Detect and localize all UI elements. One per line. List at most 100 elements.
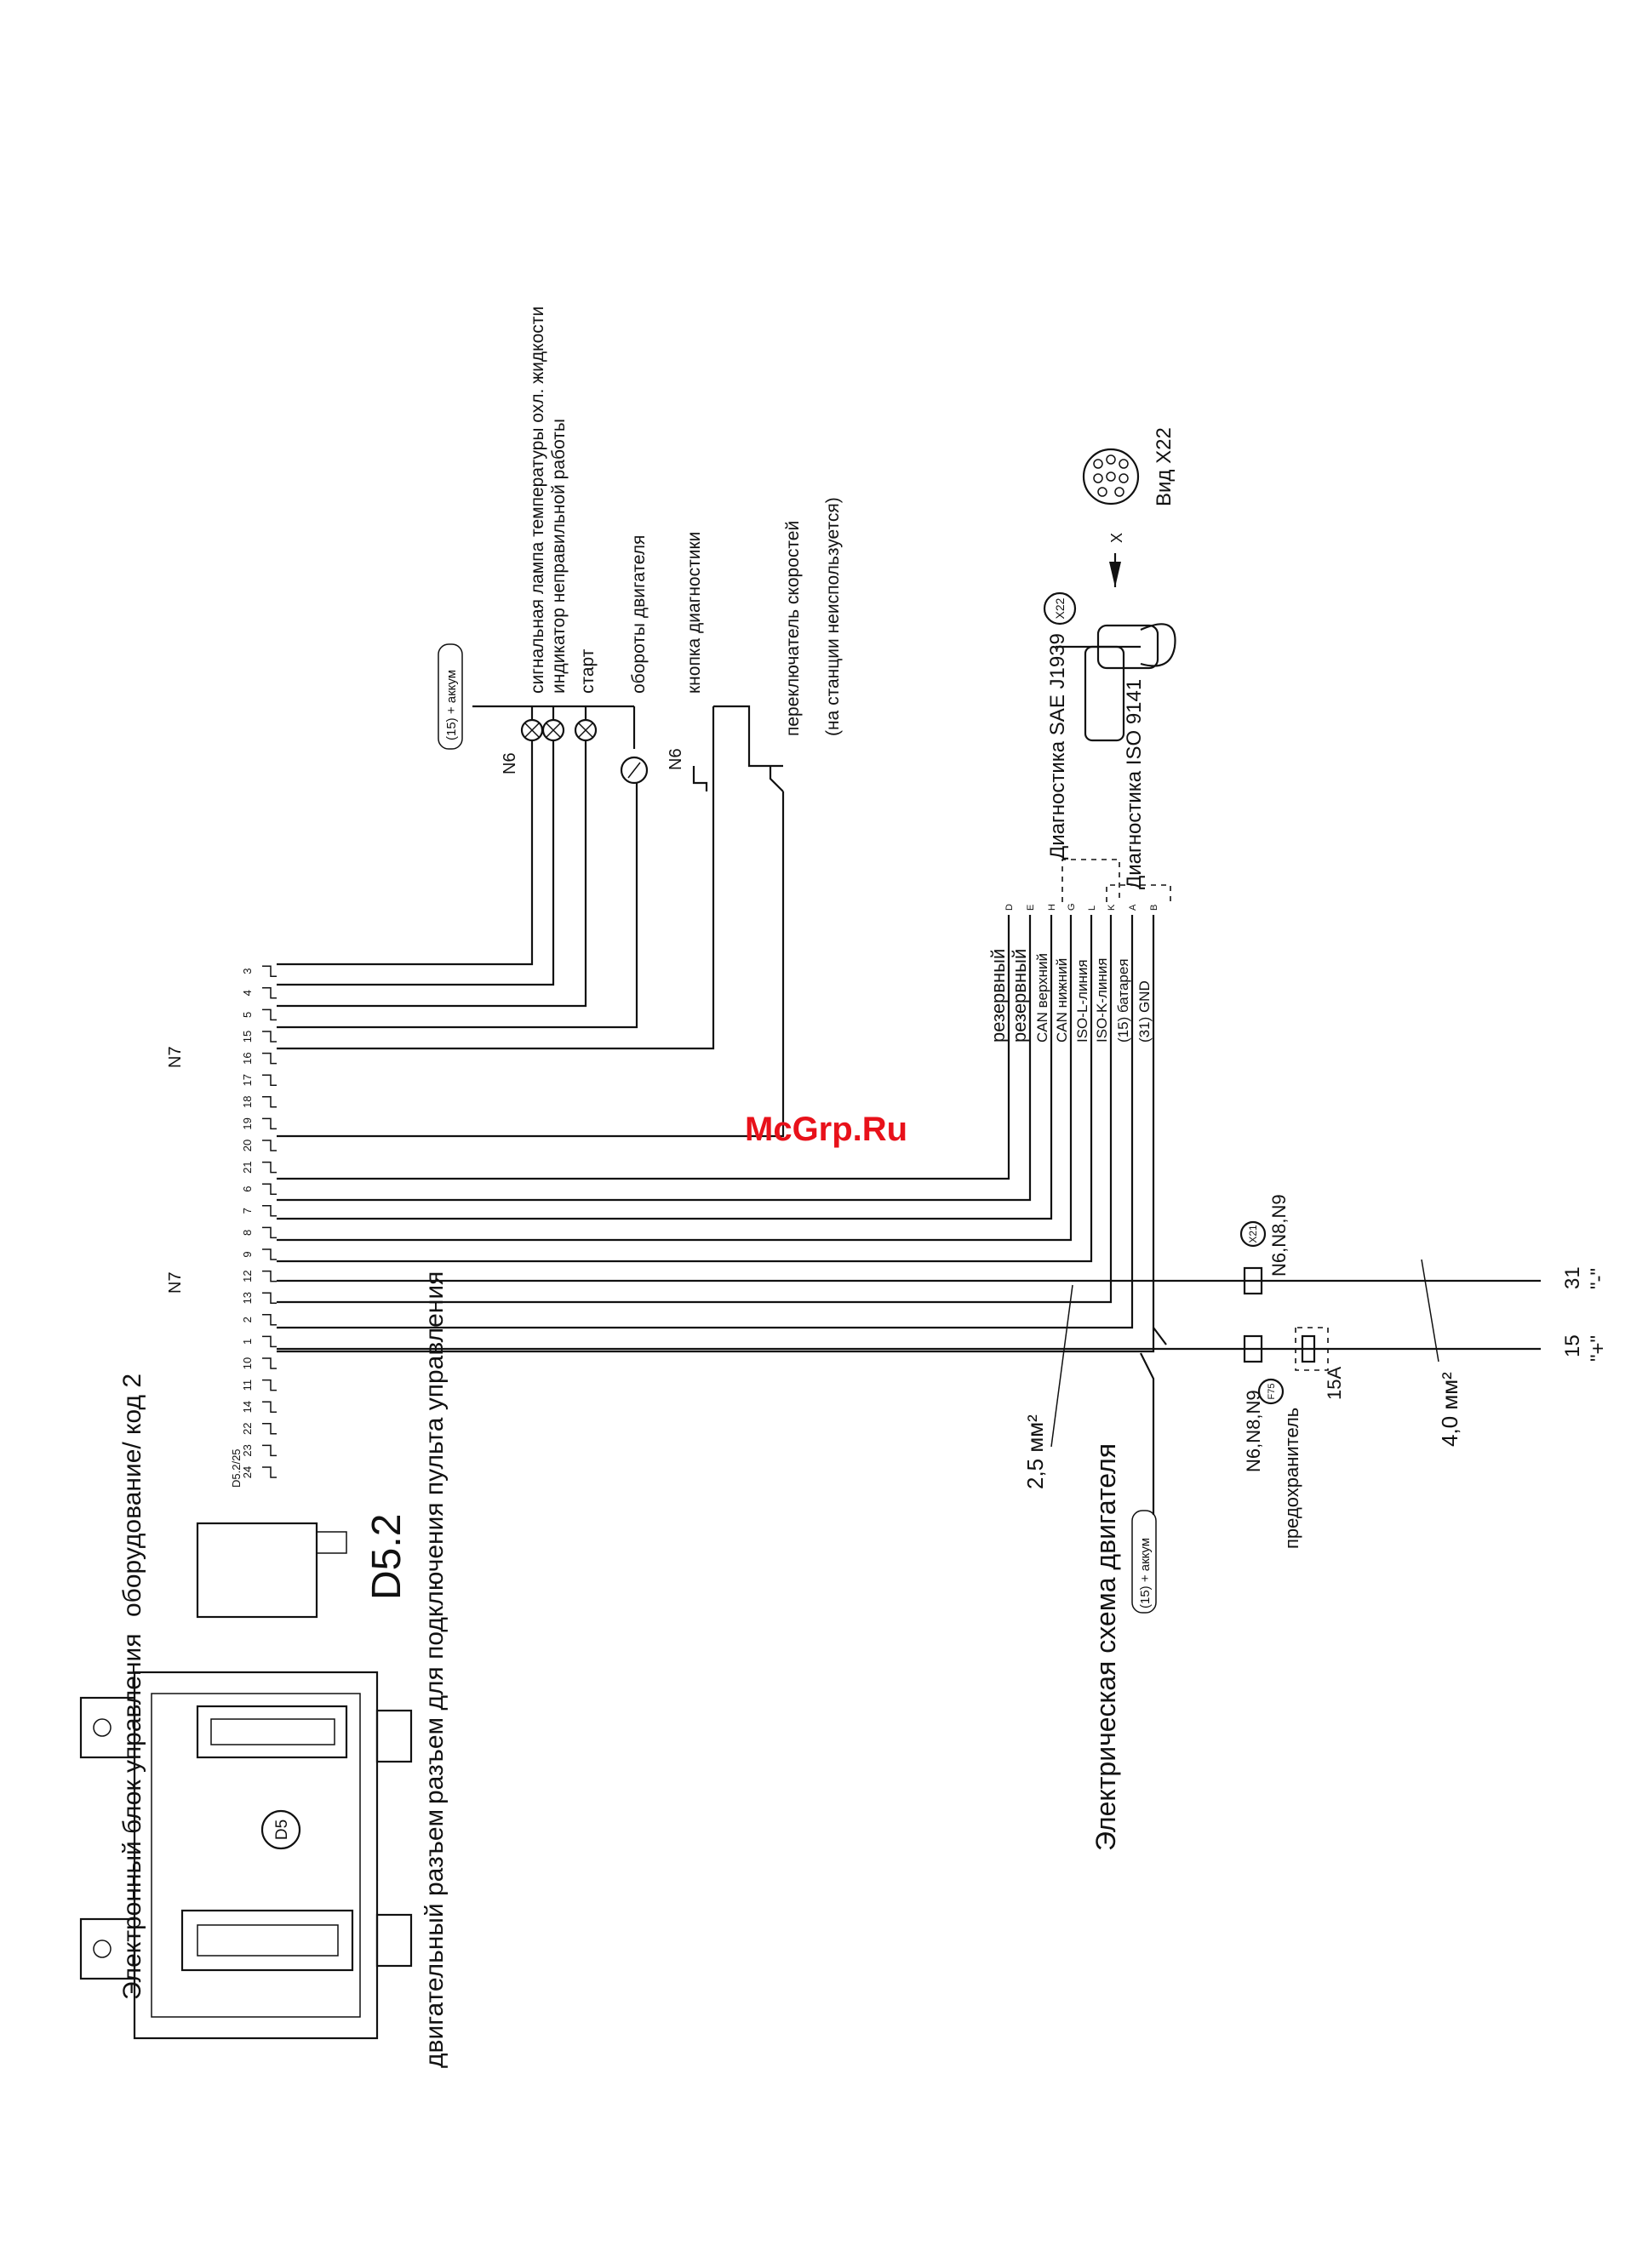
pin-terminal (262, 965, 277, 977)
diag-iso-label: Диагностика ISO 9141 (1123, 679, 1146, 889)
akkum-label: (15) + аккум (444, 670, 459, 740)
akkum-tag (438, 643, 463, 750)
engine-akkum-label: (15) + аккум (1138, 1538, 1153, 1608)
engine-akkum-tag (1131, 1510, 1157, 1614)
ecu-mount (79, 1696, 136, 1759)
signal-pin: D (1004, 904, 1015, 911)
pin-label: 14 (241, 1401, 254, 1413)
pin-label: 19 (241, 1117, 254, 1129)
pin-terminal (262, 1183, 277, 1195)
pin-terminal (262, 1096, 277, 1108)
d52-connector: оборудование/ код 2 D5.2 (118, 1374, 409, 1619)
pin-label: 5 (241, 1012, 254, 1018)
x22-cap (1140, 623, 1176, 667)
fuse-id: F75 (1267, 1384, 1277, 1400)
pin-terminal (262, 1008, 277, 1021)
gear-switch-note: (на станции неиспользуется) (823, 497, 843, 736)
pin-terminal (262, 987, 277, 999)
x22-view-icon (1082, 448, 1140, 506)
pin-terminal (262, 1423, 277, 1435)
signal-pin: L (1087, 905, 1097, 911)
signal-label: резервный (987, 949, 1009, 1043)
pin-label: 4 (241, 990, 254, 996)
pin-label: 9 (241, 1251, 254, 1257)
pin-terminal (262, 1444, 277, 1457)
n689-bottom: N6,N8,N9 (1243, 1390, 1264, 1472)
fuse-rating: 15A (1324, 1367, 1345, 1400)
d52-body (196, 1522, 318, 1619)
pin-label: 1 (241, 1339, 254, 1345)
switch-icon (769, 766, 784, 792)
ecu-mount (79, 1917, 136, 1980)
pin-label: 23 (241, 1444, 254, 1456)
pin-terminal (262, 1161, 277, 1174)
pin-label: 10 (241, 1357, 254, 1369)
pin-label: 3 (241, 968, 254, 974)
x21-id: X21 (1247, 1225, 1259, 1243)
signal-pin: K (1107, 904, 1117, 911)
pin-terminal (262, 1031, 277, 1043)
pin-terminal (262, 1226, 277, 1239)
n7-label: N7 (166, 1046, 185, 1068)
signal-pin: G (1067, 903, 1077, 911)
d52-code: D5.2 (364, 1514, 409, 1600)
start-label: старт (578, 648, 598, 694)
terminal-minus: "-" (1587, 1268, 1610, 1289)
pin-terminal (262, 1357, 277, 1369)
pin-terminal (262, 1140, 277, 1151)
ecu-mount-hole (93, 1940, 112, 1958)
pin-label: 13 (241, 1292, 254, 1304)
signal-label: CAN верхний (1034, 953, 1050, 1043)
lamp-icon (541, 718, 565, 742)
pin-terminal (262, 1052, 277, 1065)
d52-equipment-label: оборудование/ код 2 (118, 1374, 146, 1617)
pin-terminal (262, 1248, 277, 1260)
pin-label: 2 (241, 1317, 254, 1323)
wire-size-25: 2,5 мм² (1022, 1414, 1048, 1489)
engine-connector-label: двигательный разъем (421, 1809, 449, 2068)
engine-connector (180, 1909, 354, 1972)
pin-label: 12 (241, 1270, 254, 1282)
ecu-mount (375, 1709, 413, 1763)
diag-sae-label: Диагностика SAE J1939 (1046, 633, 1069, 860)
pin-terminal (262, 1074, 277, 1086)
n7-label: N7 (166, 1271, 185, 1294)
terminal-plus: "+" (1587, 1335, 1610, 1362)
ecu-housing (133, 1671, 379, 2040)
panel-connector-pins (210, 1718, 335, 1745)
ecu-id-circle (260, 1809, 301, 1850)
pin-terminal (262, 1205, 277, 1217)
signal-label: ISO-K-линия (1094, 958, 1110, 1043)
rpm-gauge-icon (620, 756, 649, 785)
pin-label: 24 (241, 1466, 254, 1478)
gear-switch-label: переключатель скоростей (783, 521, 803, 736)
view-x22-label: Вид X22 (1153, 427, 1176, 506)
panel-connector (196, 1705, 348, 1759)
signal-pin: E (1026, 905, 1036, 911)
x22-body (1084, 645, 1125, 742)
watermark: McGrp.Ru (745, 1111, 907, 1148)
ecu-title: Электронный блок управления (118, 1633, 146, 2000)
signal-label: (31) GND (1136, 980, 1153, 1043)
signal-label: CAN нижний (1054, 958, 1070, 1043)
pin-terminal (262, 1335, 277, 1348)
lamp-icon (574, 718, 598, 742)
lamp-wiring: N6 N6 (15) + аккум сигнальная лампа темп… (277, 306, 843, 1138)
ecu-id: D5 (273, 1820, 291, 1840)
malfunction-label: индикатор неправильной работы (549, 419, 569, 694)
fuse-id-circle (1257, 1378, 1285, 1405)
lamp-icon (520, 718, 544, 742)
x-arrow-label: X (1108, 533, 1125, 543)
fuse-label: предохранитель (1281, 1408, 1302, 1549)
pin-label: 16 (241, 1052, 254, 1064)
pin-terminal (262, 1401, 277, 1413)
pushbutton-icon (692, 766, 708, 791)
plus-connector (1243, 1334, 1263, 1363)
ecu-block: D5 Электронный блок управления двигатель… (79, 1271, 449, 2068)
ecu-mount (375, 1913, 413, 1968)
pin-terminal (262, 1270, 277, 1283)
d52-latch (316, 1531, 347, 1554)
pin-label: 17 (241, 1074, 254, 1086)
